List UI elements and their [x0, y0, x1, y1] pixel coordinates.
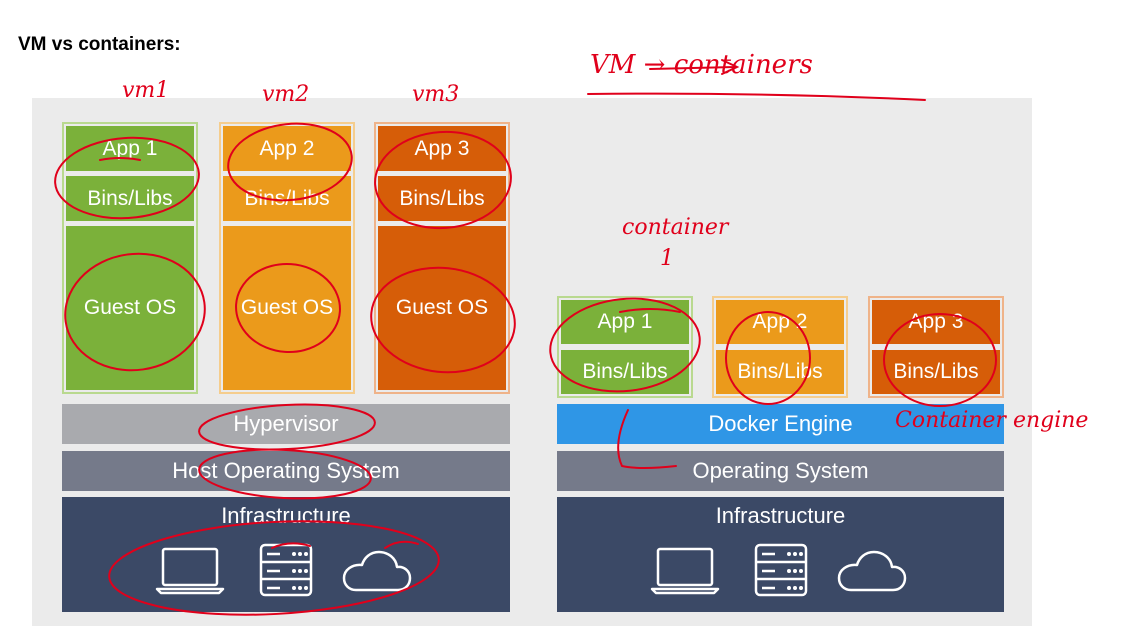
vm1-bins-libs: Bins/Libs	[66, 176, 194, 221]
vm1-guest-os: Guest OS	[66, 226, 194, 390]
container1-app: App 1	[561, 300, 689, 344]
container2-app: App 2	[716, 300, 844, 344]
vm3-outline	[374, 122, 510, 394]
server-icon	[259, 543, 313, 597]
vm3-app: App 3	[378, 126, 506, 171]
vm3-annotation: vm3	[412, 82, 460, 107]
cloud-icon	[342, 550, 412, 592]
vm2-guest-os: Guest OS	[223, 226, 351, 390]
vm2-annotation: vm2	[262, 82, 310, 107]
vm2-bins-libs: Bins/Libs	[223, 176, 351, 221]
container1-bins-libs: Bins/Libs	[561, 350, 689, 394]
vm3-bins-libs: Bins/Libs	[378, 176, 506, 221]
title-annotation: VM → containers	[590, 50, 813, 80]
container3-bins-libs: Bins/Libs	[872, 350, 1000, 394]
vm1-annotation: vm1	[122, 78, 170, 103]
cloud-icon	[837, 550, 907, 592]
vm-infrastructure-label: Infrastructure	[221, 503, 351, 528]
laptop-icon	[155, 547, 225, 595]
laptop-icon	[650, 547, 720, 595]
container-infrastructure-layer: Infrastructure	[557, 497, 1004, 612]
page-heading: VM vs containers:	[18, 34, 181, 55]
container-num-annotation: 1	[660, 246, 674, 271]
container-infrastructure-label: Infrastructure	[715, 503, 846, 528]
container-os-layer: Operating System	[557, 451, 1004, 491]
server-icon	[754, 543, 808, 597]
container3-app: App 3	[872, 300, 1000, 344]
vm3-guest-os: Guest OS	[378, 226, 506, 390]
container-annotation: container	[622, 215, 729, 240]
container2-bins-libs: Bins/Libs	[716, 350, 844, 394]
vm1-app: App 1	[66, 126, 194, 171]
vm2-app: App 2	[223, 126, 351, 171]
hypervisor-layer: Hypervisor	[62, 404, 510, 444]
container-engine-annotation: Container engine	[895, 408, 1089, 433]
host-os-layer: Host Operating System	[62, 451, 510, 491]
